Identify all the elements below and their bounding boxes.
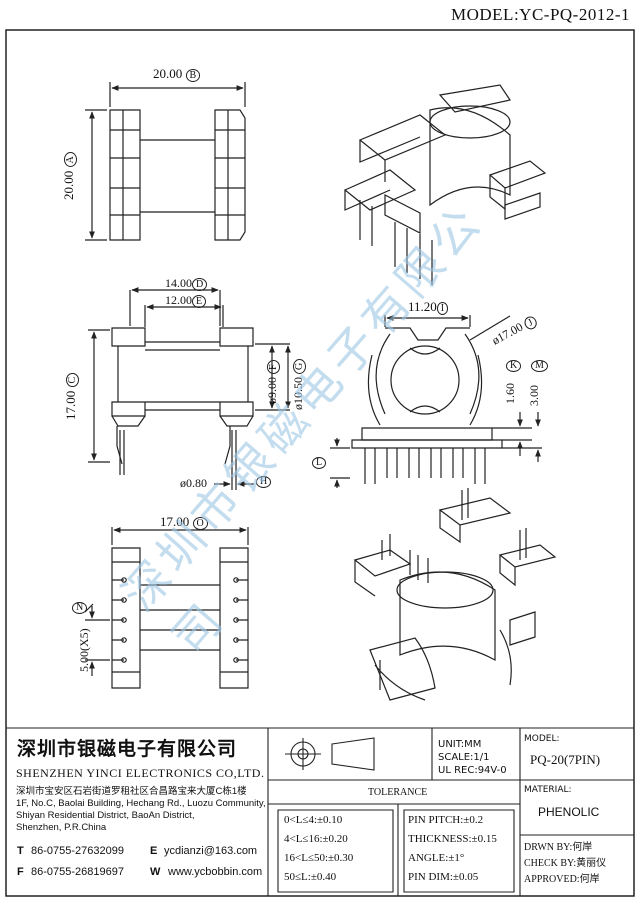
dim-n-label: 5.00(X5) <box>77 628 91 672</box>
scale-label: SCALE:1/1 <box>438 752 490 763</box>
tolerance-left-4: 50≤L:±0.40 <box>284 871 337 883</box>
tolerance-left-3: 16<L≤50:±0.30 <box>284 852 354 864</box>
address-line-2: 1F, No.C, Baolai Building, Hechang Rd., … <box>16 798 266 809</box>
fax-value: 86-0755-26819697 <box>31 866 124 878</box>
tolerance-left-2: 4<L≤16:±0.20 <box>284 833 348 845</box>
tel-value: 86-0755-27632099 <box>31 845 124 857</box>
isometric-view-top <box>343 84 547 285</box>
dim-a-label: 20.00 A <box>61 152 77 200</box>
bottom-view <box>84 527 249 689</box>
tolerance-right-4: PIN DIM:±0.05 <box>408 871 479 883</box>
model-field-label: MODEL: <box>524 734 560 744</box>
web-label: W <box>150 866 161 878</box>
dim-h-letter: H <box>256 476 272 488</box>
dim-g-label: ø10.50 G <box>291 358 306 410</box>
dim-h-label: ø0.80 <box>180 476 207 490</box>
front-view <box>88 287 291 490</box>
approved-by: APPROVED:何岸 <box>524 874 600 885</box>
address-line-3: Shiyan Residential District, BaoAn Distr… <box>16 810 195 821</box>
tolerance-left-1: 0<L≤4:±0.10 <box>284 814 343 826</box>
dim-o-label: 17.00 O <box>160 515 208 530</box>
dim-k-label: 1.60 <box>503 383 517 404</box>
web-value: www.ycbobbin.com <box>168 866 263 878</box>
check-by: CHECK BY:黄丽仪 <box>524 858 607 869</box>
address-line-1: 深圳市宝安区石岩街道罗租社区合昌路宝来大厦C栋1楼 <box>16 786 247 797</box>
address-line-4: Shenzhen, P.R.China <box>16 822 107 833</box>
dim-n-letter: N <box>72 602 88 614</box>
unit-label: UNIT:MM <box>438 739 482 750</box>
top-view <box>85 82 246 241</box>
dim-f-label: ø9.00 F <box>265 360 280 404</box>
tolerance-right-1: PIN PITCH:±0.2 <box>408 814 484 826</box>
drawing-frame <box>5 29 635 897</box>
email-value: ycdianzi@163.com <box>164 845 258 857</box>
dim-l-letter: L <box>312 457 327 469</box>
dim-m-label: 3.00 <box>527 385 541 406</box>
tel-label: T <box>17 845 24 857</box>
title-block-grid <box>6 727 634 896</box>
dim-b-label: 20.00 B <box>153 67 201 82</box>
ul-rec-label: UL REC:94V-0 <box>438 765 507 776</box>
drawn-by: DRWN BY:何岸 <box>524 842 593 853</box>
fax-label: F <box>17 866 24 878</box>
tolerance-right-3: ANGLE:±1° <box>408 852 465 864</box>
dim-c-label: 17.00 C <box>63 372 79 420</box>
company-name-cn: 深圳市银磁电子有限公司 <box>17 738 238 760</box>
email-label: E <box>150 845 158 857</box>
company-name-en: SHENZHEN YINCI ELECTRONICS CO,LTD. <box>16 766 265 780</box>
side-view <box>330 315 542 488</box>
model-field-value: PQ-20(7PIN) <box>530 752 601 767</box>
material-field-value: PHENOLIC <box>538 805 600 819</box>
material-field-label: MATERIAL: <box>524 785 572 795</box>
isometric-view-bottom <box>353 488 557 701</box>
model-header: MODEL:YC-PQ-2012-1 <box>451 5 630 24</box>
dim-m-letter: M <box>531 360 548 372</box>
tolerance-right-2: THICKNESS:±0.15 <box>408 833 497 845</box>
dim-k-letter: K <box>506 360 522 372</box>
tolerance-title: TOLERANCE <box>368 787 428 798</box>
